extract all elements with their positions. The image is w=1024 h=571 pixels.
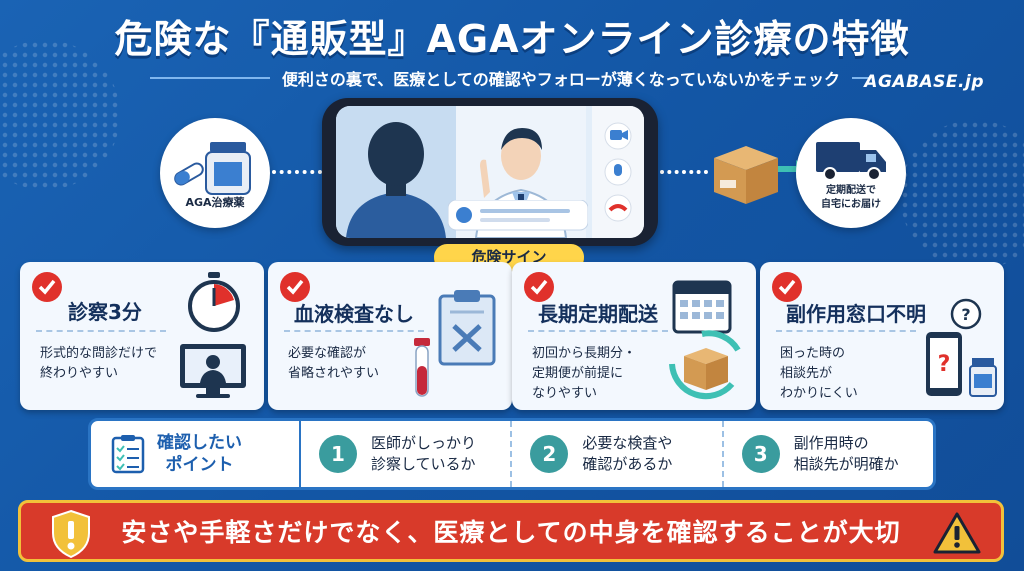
- call-controls: [592, 106, 644, 238]
- dotted-connector-left: [272, 170, 322, 174]
- card-long-term-delivery: 長期定期配送 初回から長期分・ 定期便が前提に なりやすい: [512, 262, 756, 410]
- banner-text: 安さや手軽さだけでなく、医療としての中身を確認することが大切: [121, 518, 901, 547]
- subtitle-divider-right: [852, 77, 870, 79]
- dotted-connector-right: [660, 170, 708, 174]
- card-description: 困った時の 相談先が わかりにくい: [780, 346, 858, 401]
- page-title: 危険な『通販型』AGAオンライン診療の特徴: [0, 8, 1024, 63]
- delivery-label-line1: 定期配送で: [826, 185, 876, 196]
- check-point-item: 1 医師がしっかり 診察しているか: [301, 421, 510, 487]
- point-text: 副作用時の 相談先が明確か: [793, 434, 899, 473]
- shield-warning-icon: [52, 509, 90, 559]
- check-points-heading-text: 確認したい ポイント: [157, 433, 242, 475]
- card-title: 血液検査なし: [294, 302, 414, 326]
- point-number-badge: 2: [530, 435, 569, 473]
- check-icon: [280, 272, 310, 302]
- title-prefix: 危険な『通販型』: [114, 17, 427, 61]
- card-divider: [284, 330, 424, 332]
- calendar-cycle-icon: [669, 280, 741, 400]
- clipboard-x-icon: [438, 290, 496, 366]
- card-divider: [36, 330, 166, 332]
- delivery-truck-icon: [816, 142, 886, 181]
- medicine-circle: AGA治療薬: [160, 118, 270, 228]
- card-no-blood-test: 血液検査なし 必要な確認が 省略されやすい: [268, 262, 512, 410]
- card-description: 初回から長期分・ 定期便が前提に なりやすい: [532, 346, 637, 401]
- decorative-dots-right: [900, 120, 1024, 270]
- svg-text:?: ?: [938, 352, 951, 377]
- title-main: AGAオンライン診療の特徴: [426, 17, 910, 61]
- card-unclear-side-effect-contact: 副作用窓口不明 困った時の 相談先が わかりにくい ? ?: [760, 262, 1004, 410]
- subtitle: 便利さの裏で、医療としての確認やフォローが薄くなっていないかをチェック: [281, 70, 841, 89]
- test-tube-icon: [414, 338, 430, 397]
- package-box-icon: [714, 146, 778, 204]
- brand-logo: AGABASE.jp: [864, 72, 984, 92]
- check-points-heading: 確認したい ポイント: [91, 421, 301, 487]
- delivery-circle: 定期配送で 自宅にお届け: [796, 118, 906, 228]
- card-divider: [528, 330, 668, 332]
- card-description: 必要な確認が 省略されやすい: [288, 346, 380, 381]
- phone-screen: [336, 106, 644, 238]
- patient-icon: [336, 106, 456, 238]
- card-title: 診察3分: [68, 300, 142, 324]
- point-text: 医師がしっかり 診察しているか: [371, 434, 477, 473]
- card-description: 形式的な問診だけで 終わりやすい: [40, 346, 158, 381]
- monitor-doctor-icon: [180, 344, 246, 398]
- check-icon: [772, 272, 802, 302]
- card-divider: [776, 330, 916, 332]
- phone-video-call: [322, 98, 658, 246]
- point-text: 必要な検査や 確認があるか: [582, 434, 673, 473]
- check-point-item: 2 必要な検査や 確認があるか: [510, 421, 721, 487]
- card-short-consultation: 診察3分 形式的な問診だけで 終わりやすい: [20, 262, 264, 410]
- delivery-label: 定期配送で 自宅にお届け: [796, 184, 906, 212]
- warning-triangle-icon: [933, 512, 981, 554]
- chat-bubble-icon: [448, 200, 588, 231]
- stopwatch-icon: [188, 272, 240, 332]
- medicine-bottle-icon: [174, 142, 251, 195]
- checklist-icon: [111, 435, 145, 474]
- phone-question-icon: ? ?: [926, 298, 997, 397]
- check-icon: [524, 272, 554, 302]
- point-number-badge: 3: [741, 435, 780, 473]
- delivery-label-line2: 自宅にお届け: [821, 199, 881, 210]
- decorative-dots-left: [0, 40, 120, 190]
- card-title: 長期定期配送: [538, 302, 658, 326]
- svg-text:?: ?: [961, 305, 970, 324]
- card-title: 副作用窓口不明: [786, 302, 926, 326]
- check-point-item: 3 副作用時の 相談先が明確か: [721, 421, 933, 487]
- warning-banner: 安さや手軽さだけでなく、医療としての中身を確認することが大切: [18, 500, 1004, 562]
- subtitle-divider-left: [150, 77, 270, 79]
- point-number-badge: 1: [319, 435, 357, 473]
- subtitle-row: 便利さの裏で、医療としての確認やフォローが薄くなっていないかをチェック: [150, 64, 870, 92]
- medicine-label: AGA治療薬: [185, 196, 245, 209]
- check-points-strip: 確認したい ポイント 1 医師がしっかり 診察しているか 2 必要な検査や 確認…: [88, 418, 936, 490]
- check-icon: [32, 272, 62, 302]
